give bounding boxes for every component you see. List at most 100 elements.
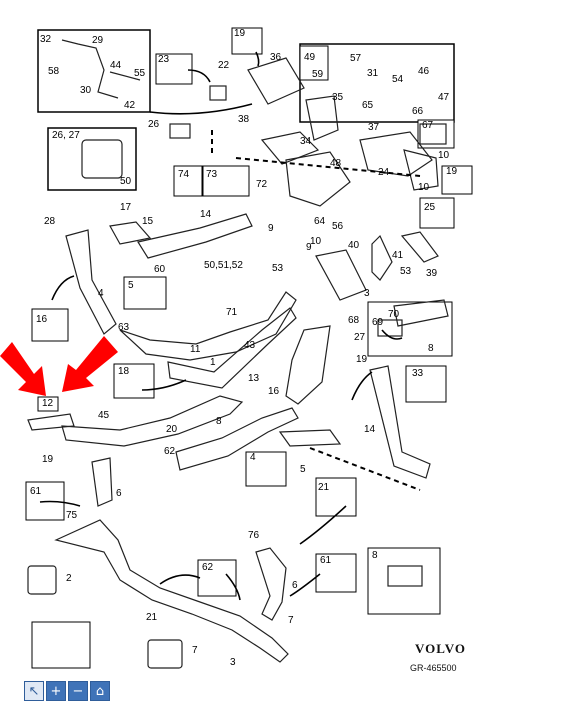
callout-24[interactable]: 24 — [378, 167, 390, 178]
callout-44[interactable]: 44 — [110, 60, 122, 71]
callout-2[interactable]: 2 — [66, 573, 72, 584]
callout-5[interactable]: 5 — [128, 280, 134, 291]
select-tool-button[interactable]: ↖ — [24, 681, 44, 701]
callout-3[interactable]: 3 — [230, 657, 236, 668]
part-box-76[interactable] — [367, 547, 441, 615]
callout-39[interactable]: 39 — [426, 268, 438, 279]
callout-3[interactable]: 3 — [364, 288, 370, 299]
callout-64[interactable]: 64 — [314, 216, 326, 227]
callout-1[interactable]: 1 — [210, 357, 216, 368]
callout-34[interactable]: 34 — [300, 136, 312, 147]
part-box-73[interactable] — [202, 165, 250, 197]
car-thumbnail[interactable] — [31, 621, 91, 669]
callout-10[interactable]: 10 — [438, 150, 450, 161]
callout-46[interactable]: 46 — [418, 66, 430, 77]
callout-41[interactable]: 41 — [392, 250, 404, 261]
callout-4[interactable]: 4 — [250, 452, 256, 463]
callout-33[interactable]: 33 — [412, 368, 424, 379]
callout-13[interactable]: 13 — [248, 373, 260, 384]
callout-18[interactable]: 18 — [118, 366, 130, 377]
callout-29[interactable]: 29 — [92, 35, 104, 46]
callout-58[interactable]: 58 — [48, 66, 60, 77]
callout-53[interactable]: 53 — [400, 266, 412, 277]
part-box-19d[interactable] — [245, 451, 287, 487]
callout-69[interactable]: 69 — [372, 317, 384, 328]
callout-5[interactable]: 5 — [300, 464, 306, 475]
callout-71[interactable]: 71 — [226, 307, 238, 318]
callout-8[interactable]: 8 — [428, 343, 434, 354]
callout-19[interactable]: 19 — [42, 454, 54, 465]
callout-57[interactable]: 57 — [350, 53, 362, 64]
part-box-8a[interactable] — [31, 308, 69, 342]
callout-36[interactable]: 36 — [270, 52, 282, 63]
callout-30[interactable]: 30 — [80, 85, 92, 96]
callout-50-51-52[interactable]: 50,51,52 — [204, 260, 243, 271]
callout-42[interactable]: 42 — [124, 100, 136, 111]
callout-8[interactable]: 8 — [216, 416, 222, 427]
callout-35[interactable]: 35 — [332, 92, 344, 103]
callout-6[interactable]: 6 — [292, 580, 298, 591]
callout-25[interactable]: 25 — [424, 202, 436, 213]
part-box-68[interactable] — [123, 276, 167, 310]
callout-26[interactable]: 26 — [148, 119, 160, 130]
callout-68[interactable]: 68 — [348, 315, 360, 326]
callout-7[interactable]: 7 — [288, 615, 294, 626]
part-box-74[interactable] — [173, 165, 203, 197]
callout-38[interactable]: 38 — [238, 114, 250, 125]
part-box-62b[interactable] — [315, 553, 357, 593]
callout-10[interactable]: 10 — [418, 182, 430, 193]
callout-50[interactable]: 50 — [120, 176, 132, 187]
callout-19[interactable]: 19 — [356, 354, 368, 365]
part-box-67[interactable] — [417, 119, 455, 149]
callout-7[interactable]: 7 — [192, 645, 198, 656]
callout-72[interactable]: 72 — [256, 179, 268, 190]
part-box-19b[interactable] — [441, 165, 473, 195]
callout-75[interactable]: 75 — [66, 510, 78, 521]
callout-59[interactable]: 59 — [312, 69, 324, 80]
callout-8[interactable]: 8 — [372, 550, 378, 561]
callout-32[interactable]: 32 — [40, 34, 52, 45]
home-button[interactable]: ⌂ — [90, 681, 110, 701]
callout-74[interactable]: 74 — [178, 169, 190, 180]
callout-22[interactable]: 22 — [218, 60, 230, 71]
callout-54[interactable]: 54 — [392, 74, 404, 85]
callout-40[interactable]: 40 — [348, 240, 360, 251]
callout-61[interactable]: 61 — [320, 555, 332, 566]
callout-21[interactable]: 21 — [146, 612, 158, 623]
callout-43[interactable]: 43 — [244, 340, 256, 351]
callout-48[interactable]: 48 — [330, 158, 342, 169]
callout-6[interactable]: 6 — [116, 488, 122, 499]
callout-62[interactable]: 62 — [164, 446, 176, 457]
callout-56[interactable]: 56 — [332, 221, 344, 232]
callout-16[interactable]: 16 — [36, 314, 48, 325]
callout-66[interactable]: 66 — [412, 106, 424, 117]
callout-14[interactable]: 14 — [200, 209, 212, 220]
zoom-in-button[interactable]: + — [46, 681, 66, 701]
callout-28[interactable]: 28 — [44, 216, 56, 227]
part-box-75[interactable] — [315, 477, 357, 517]
callout-76[interactable]: 76 — [248, 530, 260, 541]
callout-12[interactable]: 12 — [42, 398, 54, 409]
part-box-23[interactable] — [155, 53, 193, 85]
callout-17[interactable]: 17 — [120, 202, 132, 213]
callout-47[interactable]: 47 — [438, 92, 450, 103]
callout-15[interactable]: 15 — [142, 216, 154, 227]
callout-9[interactable]: 9 — [268, 223, 274, 234]
part-box-19a[interactable] — [231, 27, 263, 55]
part-box-8b[interactable] — [405, 365, 447, 403]
callout-45[interactable]: 45 — [98, 410, 110, 421]
callout-16[interactable]: 16 — [268, 386, 280, 397]
part-box-69-70-71[interactable] — [367, 301, 453, 357]
callout-60[interactable]: 60 — [154, 264, 166, 275]
callout-62[interactable]: 62 — [202, 562, 214, 573]
callout-63[interactable]: 63 — [118, 322, 130, 333]
callout-10[interactable]: 10 — [310, 236, 322, 247]
callout-49[interactable]: 49 — [304, 52, 316, 63]
part-box-25[interactable] — [419, 197, 455, 229]
callout-19[interactable]: 19 — [234, 28, 246, 39]
callout-23[interactable]: 23 — [158, 54, 170, 65]
callout-65[interactable]: 65 — [362, 100, 374, 111]
callout-4[interactable]: 4 — [98, 288, 104, 299]
part-box-49-59[interactable] — [299, 45, 329, 81]
callout-61[interactable]: 61 — [30, 486, 42, 497]
